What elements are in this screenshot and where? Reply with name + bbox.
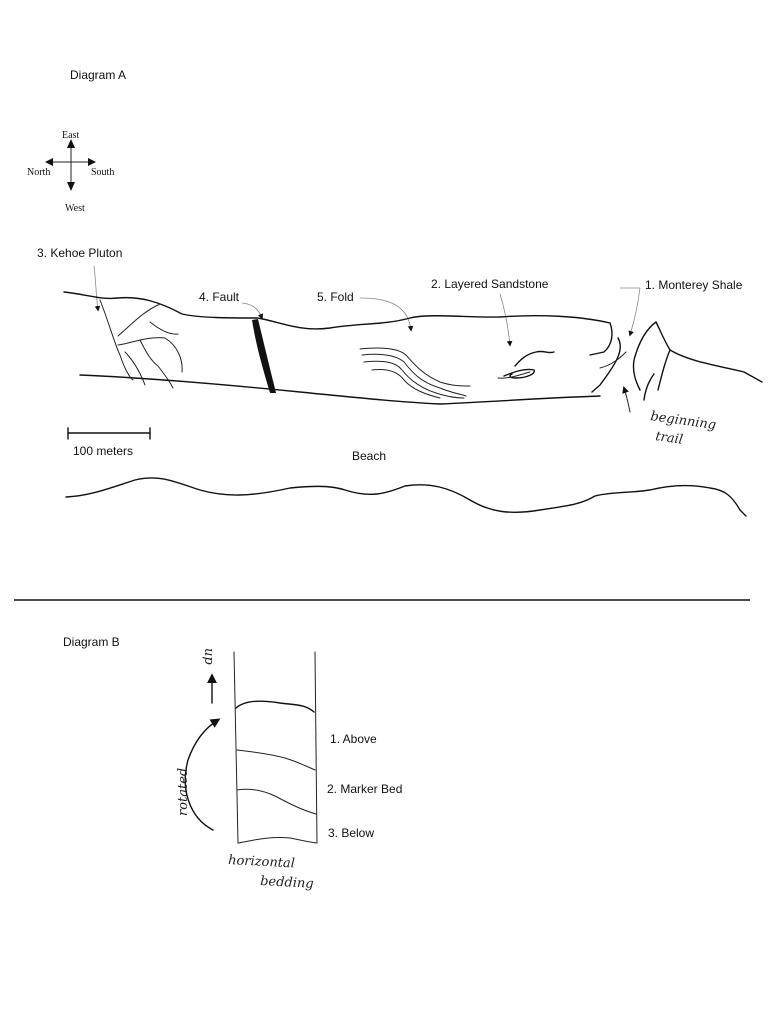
sandstone-marks <box>497 350 555 379</box>
scale-label: 100 meters <box>73 444 133 458</box>
label-layered-sandstone: 2. Layered Sandstone <box>431 277 549 291</box>
diagram-a-title: Diagram A <box>70 68 126 82</box>
layer-above: 1. Above <box>330 732 377 746</box>
compass-east: East <box>62 130 79 141</box>
fault-band <box>252 319 276 393</box>
bottom-note-line2: bedding <box>260 874 314 892</box>
diagram-b-title: Diagram B <box>63 635 120 649</box>
rotated-note: rotated <box>176 768 191 816</box>
compass-south: South <box>91 167 114 178</box>
label-fault: 4. Fault <box>199 290 240 304</box>
layer-marker-bed: 2. Marker Bed <box>327 782 402 796</box>
shale-creek <box>599 321 763 401</box>
compass-west: West <box>65 203 85 214</box>
south-arrow-icon <box>88 158 96 166</box>
column-section <box>233 651 318 844</box>
fold-structure <box>359 347 471 399</box>
label-kehoe-pluton: 3. Kehoe Pluton <box>37 246 122 260</box>
bottom-note-line1: horizontal <box>228 853 295 871</box>
trail-note-line2: trail <box>654 429 683 448</box>
west-arrow-icon <box>67 182 75 191</box>
rotated-arrow-icon <box>184 718 221 831</box>
north-arrow-icon <box>45 158 53 166</box>
trail-arrow <box>622 386 631 413</box>
leader-lines <box>93 265 641 347</box>
compass-north: North <box>27 167 50 178</box>
up-note: up <box>201 648 216 665</box>
scale-bar <box>67 427 151 440</box>
cliff-outline <box>63 291 621 405</box>
beach-label: Beach <box>352 449 386 463</box>
pluton-veins <box>99 299 183 389</box>
label-monterey-shale: 1. Monterey Shale <box>645 278 743 292</box>
east-arrow-icon <box>67 139 75 148</box>
compass-rose: East North South West <box>27 130 114 214</box>
label-fold: 5. Fold <box>317 290 354 304</box>
layer-below: 3. Below <box>328 826 374 840</box>
beach-shoreline <box>65 477 747 517</box>
